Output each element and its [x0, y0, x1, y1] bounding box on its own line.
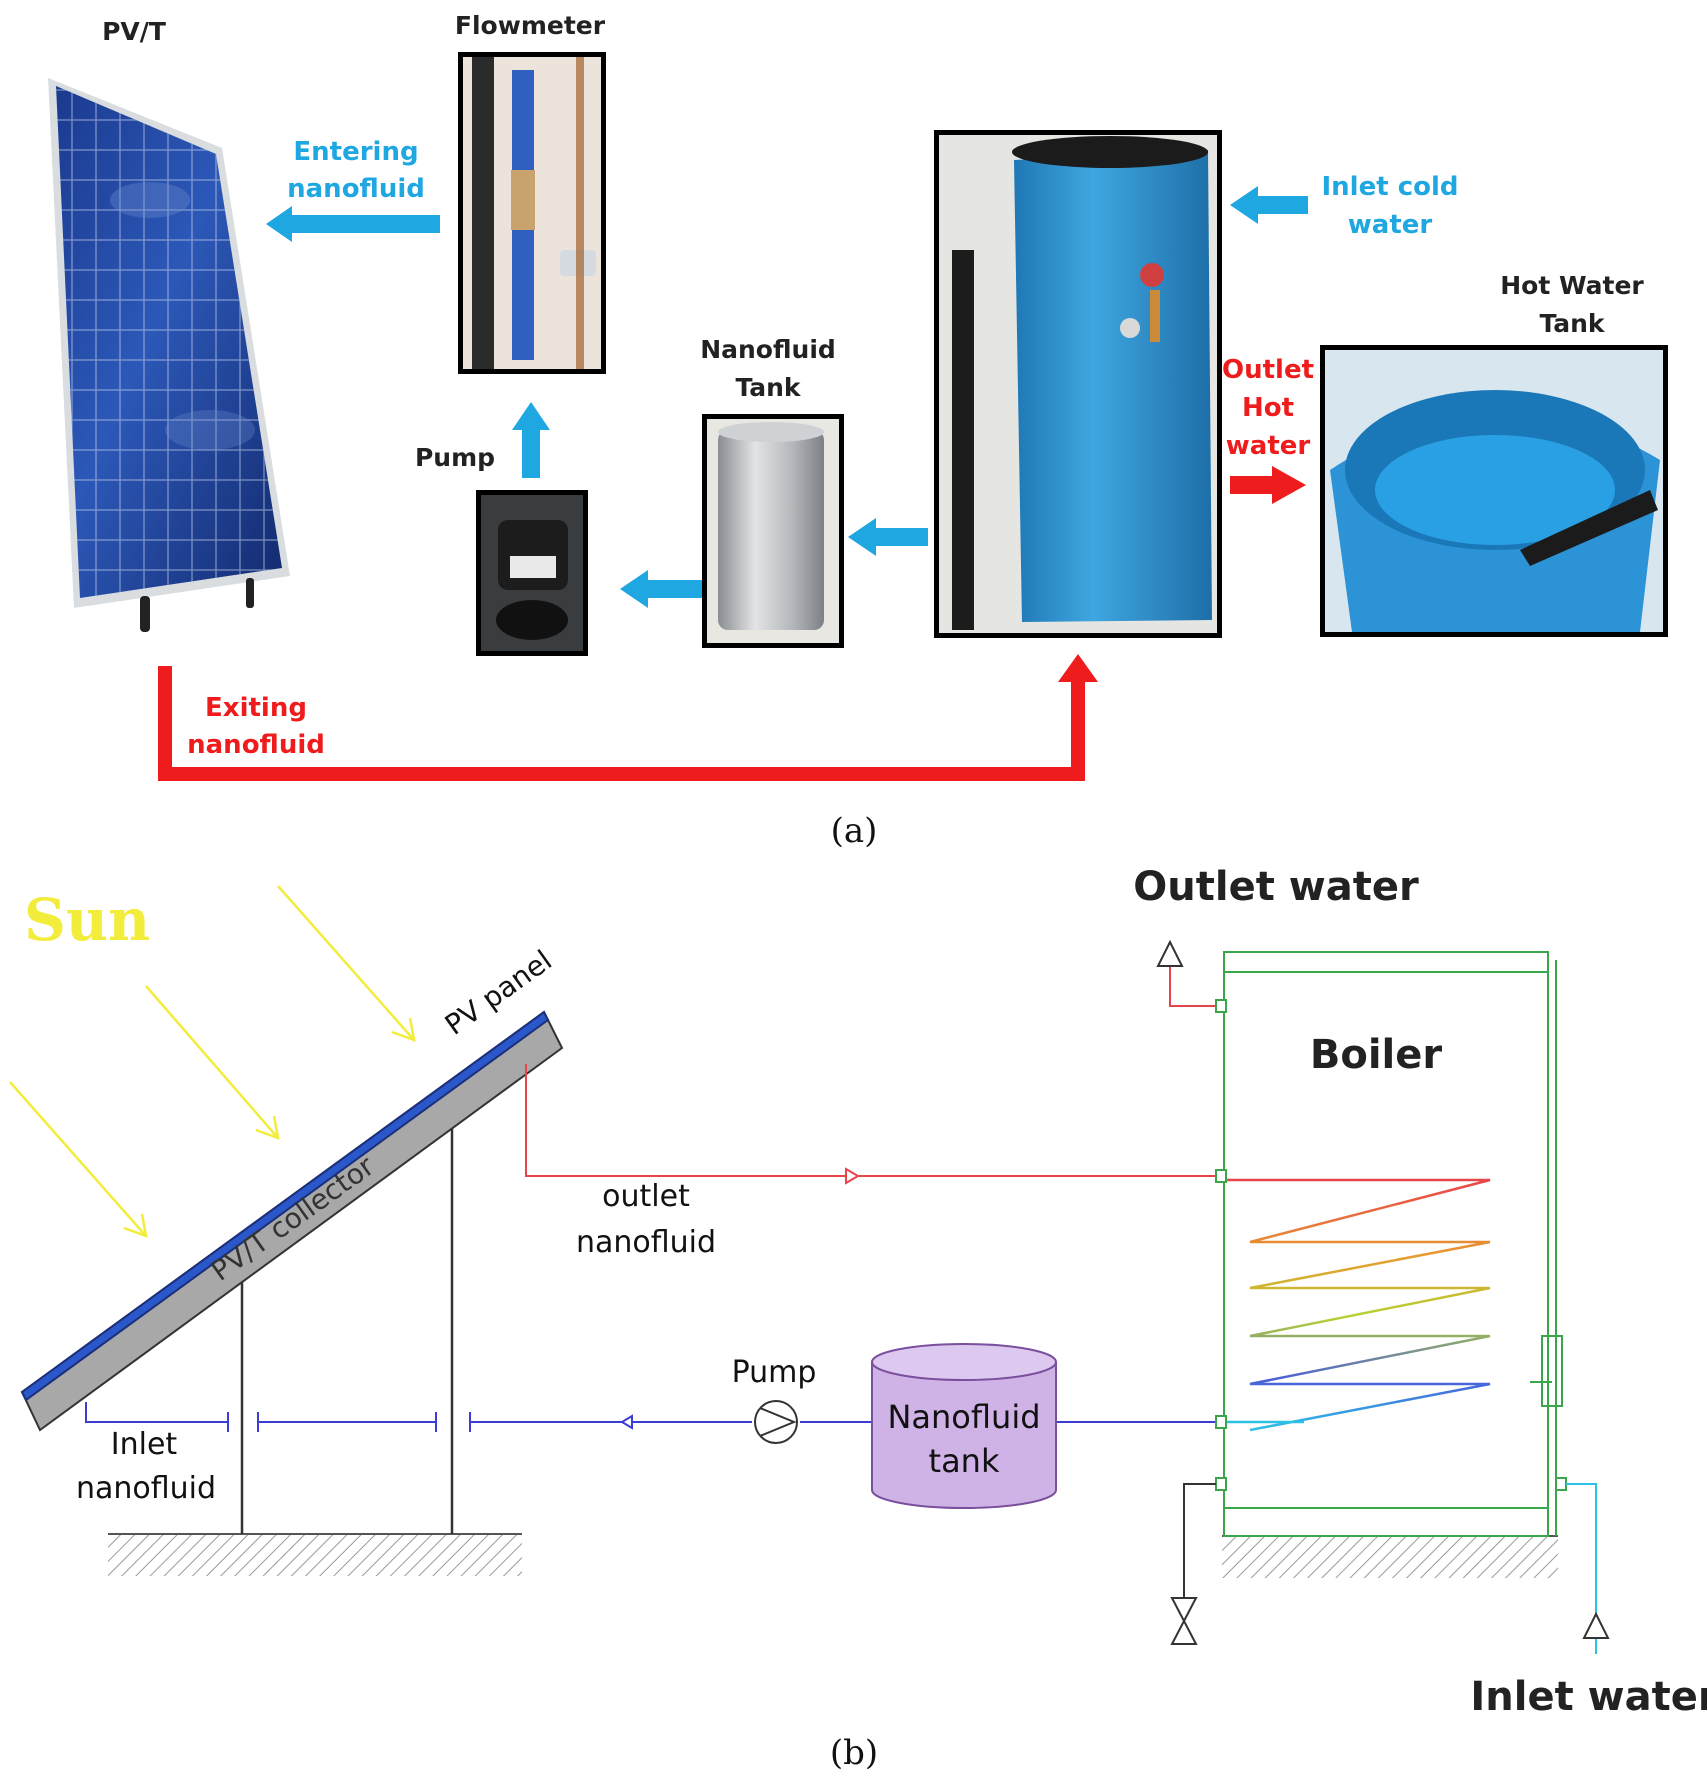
heating-coil — [1224, 1178, 1491, 1432]
drain-valve-icon — [1170, 1597, 1198, 1645]
entering-nanofluid-label-2: nanofluid — [287, 174, 425, 204]
hot-water-tank-photo — [1320, 345, 1668, 637]
flowmeter-photo — [458, 52, 606, 374]
nanofluid-tank-label-b-2: tank — [929, 1442, 1000, 1480]
outlet-hot-arrow — [1230, 466, 1306, 504]
entering-nanofluid-label-1: Entering — [293, 137, 418, 167]
panel-b: Sun PV/T collector PV panel outlet nanof… — [9, 864, 1707, 1773]
caption-b: (b) — [830, 1733, 878, 1773]
inlet-nanofluid-label-1: Inlet — [111, 1427, 178, 1462]
ground-boiler — [1222, 1536, 1558, 1578]
outlet-hot-water-label-3: water — [1226, 431, 1311, 461]
nanofluid-tank-symbol — [871, 1343, 1057, 1509]
outlet-water-pipe — [1169, 966, 1216, 1007]
pump-label-b: Pump — [732, 1355, 817, 1390]
pump-photo — [476, 490, 588, 656]
pvt-panel-photo — [48, 78, 290, 632]
flowmeter-label: Flowmeter — [455, 11, 606, 40]
inlet-water-pipe — [1566, 1483, 1597, 1654]
exiting-nanofluid-label-1: Exiting — [205, 693, 307, 723]
sun-label: Sun — [24, 886, 150, 954]
pump-up-arrow — [512, 402, 550, 478]
outlet-nanofluid-pipe — [525, 1064, 1218, 1177]
boiler-label: Boiler — [1310, 1032, 1443, 1078]
outlet-water-marker — [1156, 939, 1184, 967]
pvt-collector — [20, 1010, 564, 1432]
collector-label: PV/T collector — [205, 1149, 381, 1288]
outlet-hot-water-label-1: Outlet — [1222, 355, 1314, 385]
nanofluid-tank-label-2: Tank — [735, 373, 801, 402]
exiting-nanofluid-label-2: nanofluid — [187, 730, 325, 760]
hot-water-tank-label-2: Tank — [1539, 309, 1605, 338]
inlet-water-marker — [1582, 1611, 1610, 1639]
inlet-cold-water-label-1: Inlet cold — [1321, 172, 1458, 202]
sun-rays — [9, 885, 416, 1238]
inlet-flow-marker — [620, 1414, 633, 1430]
exiting-nanofluid-loop — [158, 654, 1098, 781]
drain-pipe — [1183, 1483, 1216, 1598]
entering-arrow — [266, 206, 440, 242]
tank-to-pump-arrow — [620, 570, 702, 608]
inlet-water-label: Inlet water — [1470, 1674, 1707, 1720]
outlet-nanofluid-label-2: nanofluid — [576, 1225, 716, 1260]
nanofluid-tank-label-1: Nanofluid — [700, 335, 836, 364]
inlet-nanofluid-label-2: nanofluid — [76, 1471, 216, 1506]
panel-a: PV/T Flowmeter Entering nanofluid Pump — [48, 11, 1668, 851]
boiler-symbol — [1223, 951, 1563, 1537]
outlet-hot-water-label-2: Hot — [1242, 393, 1294, 423]
pvt-label: PV/T — [102, 17, 166, 46]
boiler-to-tank-arrow — [848, 518, 928, 556]
nanofluid-tank-label-b-1: Nanofluid — [887, 1398, 1040, 1436]
ground-collector — [108, 1534, 522, 1576]
inlet-cold-arrow — [1230, 186, 1308, 224]
caption-a: (a) — [831, 811, 878, 851]
outlet-nanofluid-label-1: outlet — [602, 1179, 690, 1214]
outlet-flow-marker — [845, 1167, 860, 1185]
nanofluid-tank-photo — [702, 414, 844, 648]
inlet-cold-water-label-2: water — [1348, 210, 1433, 240]
pump-symbol — [754, 1400, 798, 1444]
inlet-nanofluid-pipe — [85, 1402, 1218, 1432]
outlet-water-label: Outlet water — [1133, 864, 1419, 910]
pump-label-a: Pump — [415, 443, 495, 472]
boiler-photo — [934, 130, 1222, 638]
hot-water-tank-label-1: Hot Water — [1500, 271, 1644, 300]
